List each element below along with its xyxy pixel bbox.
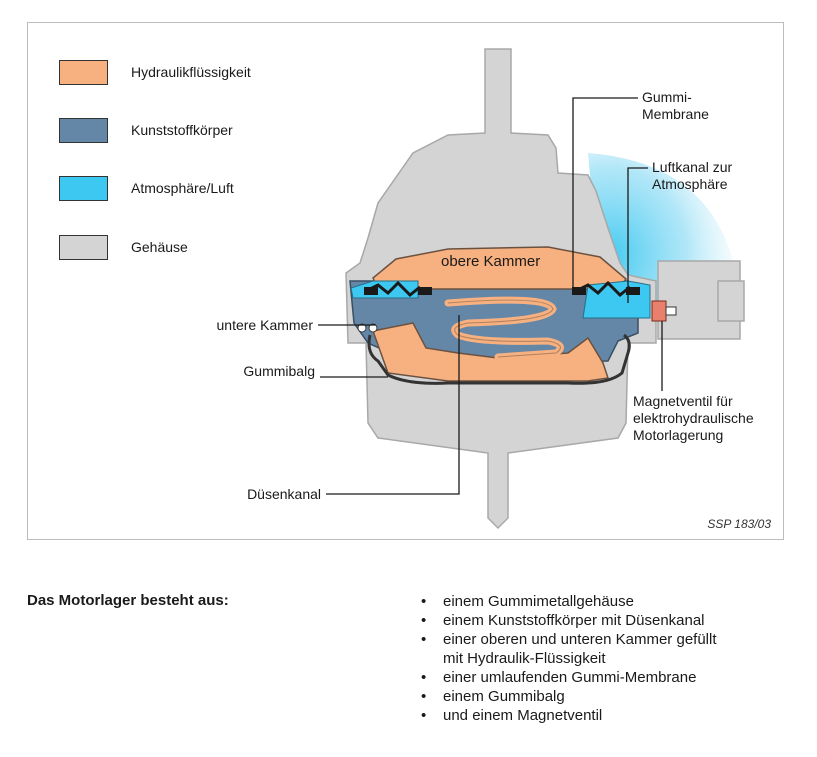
bullet: •: [421, 593, 427, 610]
lower-chamber: [372, 322, 609, 382]
leader-lines: [318, 97, 663, 495]
list-item-text: einer oberen und unteren Kammer gefüllt …: [443, 631, 717, 667]
diagram-drawing: [318, 48, 745, 530]
bullet: •: [421, 669, 427, 686]
rubber-membrane: [365, 280, 631, 298]
label-gummibalg: Gummibalg: [243, 363, 315, 379]
list-item: • einer umlaufenden Gummi-Membrane: [421, 668, 717, 687]
motor-mount-diagram: Hydraulikflüssigkeit Kunststoffkörper At…: [27, 22, 784, 540]
list-item: • einem Kunststoffkörper mit Düsenkanal: [421, 611, 717, 630]
label-magnetventil: Magnetventil für elektrohydraulische Mot…: [633, 393, 754, 443]
list-item: • einem Gummibalg: [421, 687, 717, 706]
legend-swatch-plastic: [59, 118, 108, 143]
list-item-text: einem Gummimetallgehäuse: [443, 593, 634, 610]
legend-label-plastic: Kunststoffkörper: [131, 122, 233, 138]
air-chamber-right: [582, 280, 651, 319]
list-item-text: einem Kunststoffkörper mit Düsenkanal: [443, 612, 705, 629]
list-item-text: einer umlaufenden Gummi-Membrane: [443, 669, 697, 686]
magnet-valve: [651, 300, 677, 322]
label-untere-kammer: untere Kammer: [216, 317, 313, 333]
bullet: •: [421, 612, 427, 629]
legend-swatch-housing: [59, 235, 108, 260]
bullet: •: [421, 707, 427, 724]
label-obere-kammer: obere Kammer: [441, 253, 541, 270]
bullet: •: [421, 631, 427, 648]
list-item-text: einem Gummibalg: [443, 688, 565, 705]
label-gummi-membrane: Gummi- Membrane: [642, 89, 709, 122]
list-item: • und einem Magnetventil: [421, 706, 717, 725]
list-item: • einem Gummimetallgehäuse: [421, 592, 717, 611]
legend-label-housing: Gehäuse: [131, 239, 188, 255]
description-heading: Das Motorlager besteht aus:: [27, 592, 229, 609]
list-item-text: und einem Magnetventil: [443, 707, 603, 724]
label-duesenkanal: Düsenkanal: [247, 486, 321, 502]
legend-label-air: Atmosphäre/Luft: [131, 180, 234, 196]
legend-label-hydraulic: Hydraulikflüssigkeit: [131, 64, 251, 80]
rubber-bellows: [367, 333, 631, 385]
description-list: • einem Gummimetallgehäuse • einem Kunstst…: [421, 592, 717, 725]
list-item: • einer oberen und unteren Kammer gefüllt…: [421, 630, 717, 668]
label-luftkanal: Luftkanal zur Atmosphäre: [652, 159, 733, 192]
legend-swatch-air: [59, 176, 108, 201]
legend-swatch-hydraulic: [59, 60, 108, 85]
upper-chamber: [372, 246, 628, 290]
bullet: •: [421, 688, 427, 705]
figure-caption: SSP 183/03: [707, 517, 771, 531]
